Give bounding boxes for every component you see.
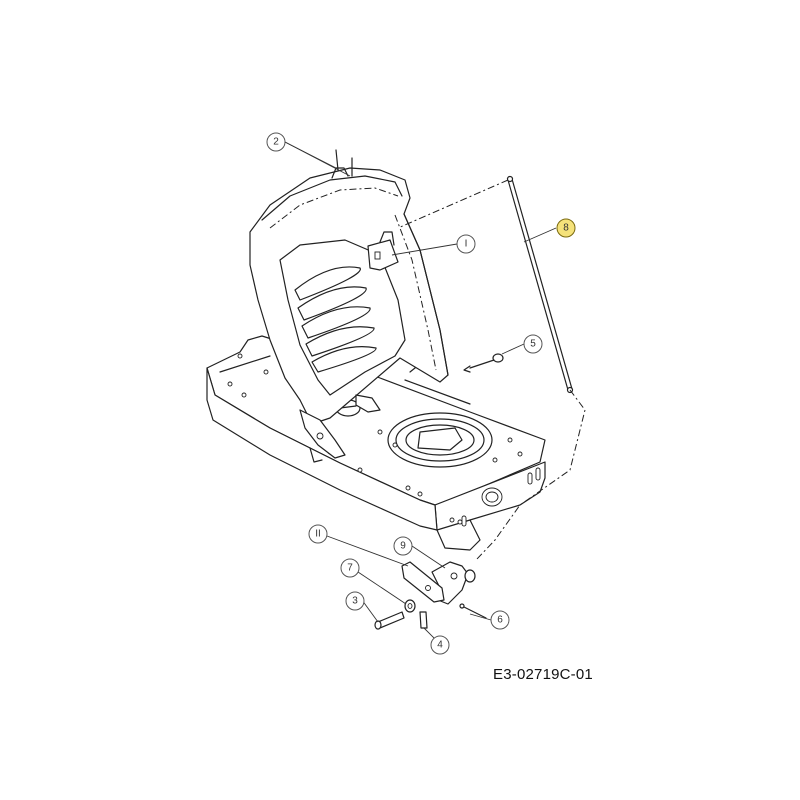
callout-1: I [456,234,476,254]
svg-text:5: 5 [530,339,536,350]
lower-bracket-assembly [374,561,487,630]
callout-4: 4 [430,635,450,655]
svg-text:2: 2 [273,137,279,148]
callout-3: 3 [345,591,365,611]
svg-text:9: 9 [400,541,406,552]
callout-2: 2 [266,132,286,152]
screw-part-5 [463,353,504,373]
callout-5: 5 [523,334,543,354]
callout-7: 7 [340,558,360,578]
svg-text:4: 4 [437,640,443,651]
svg-text:8: 8 [563,223,569,234]
svg-text:3: 3 [352,596,358,607]
callout-11: II [308,524,328,544]
callout-9: 9 [393,536,413,556]
seat-backrest [249,149,449,459]
figure-code: E3-02719C-01 [493,666,593,683]
svg-text:6: 6 [497,615,503,626]
rod-part-8 [397,175,586,561]
leader-lines [284,141,557,641]
svg-text:7: 7 [347,563,353,574]
svg-text:I: I [465,239,468,250]
svg-text:II: II [315,529,321,540]
callout-8: 8 [556,218,576,238]
callout-6: 6 [490,610,510,630]
